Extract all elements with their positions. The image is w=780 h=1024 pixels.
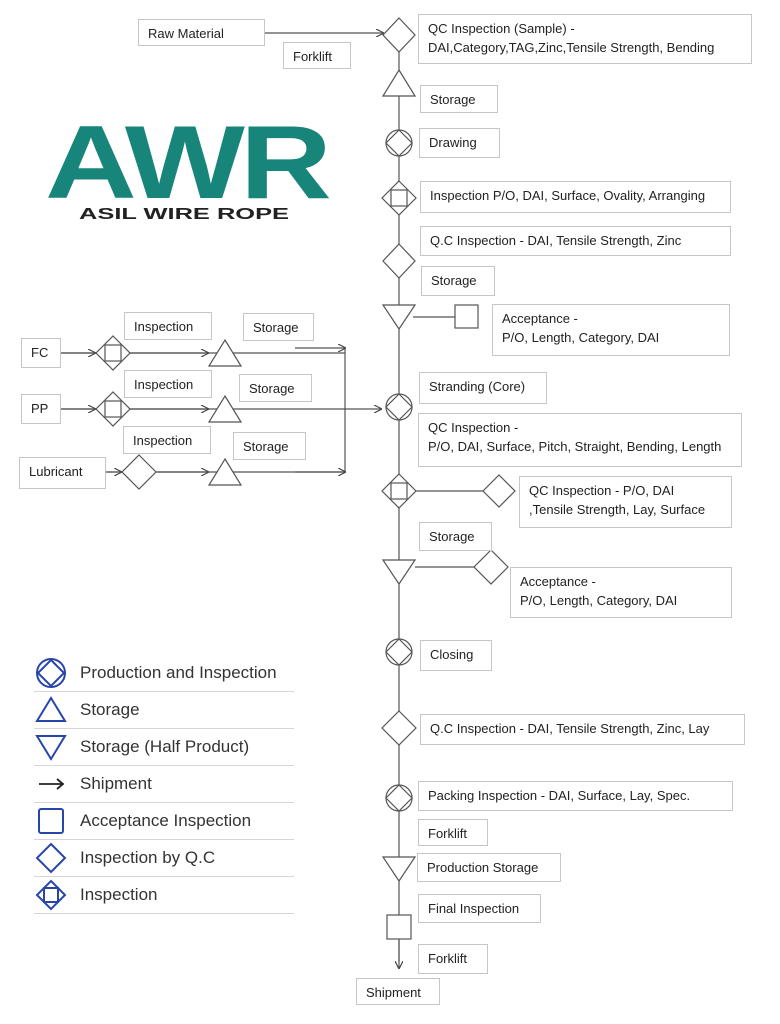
acceptance-2-box: Acceptance - P/O, Length, Category, DAI	[510, 567, 732, 618]
storage-2-box: Storage	[421, 266, 495, 296]
legend-row-storage: Storage	[34, 692, 294, 729]
acceptance-2-line2: P/O, Length, Category, DAI	[520, 593, 678, 608]
qc-inspection-2-box: Q.C Inspection - DAI, Tensile Strength, …	[420, 226, 731, 256]
pp-inspection-box: Inspection	[124, 370, 212, 398]
packing-inspection-box: Packing Inspection - DAI, Surface, Lay, …	[418, 781, 733, 811]
inspection-icon	[35, 879, 67, 911]
fc-storage-box: Storage	[243, 313, 314, 341]
qc-3-symbol	[381, 473, 417, 509]
storage-half-product-2	[381, 559, 417, 586]
qc-2-diamond	[382, 243, 416, 279]
qc-inspection-3-line2: P/O, DAI, Surface, Pitch, Straight, Bend…	[428, 439, 722, 454]
legend-label: Inspection	[80, 885, 158, 904]
packing-symbol	[385, 784, 413, 812]
lubricant-storage-triangle	[207, 457, 243, 486]
acceptance-1-line1: Acceptance -	[502, 311, 578, 326]
fc-storage-triangle	[207, 338, 243, 367]
pp-storage-triangle	[207, 394, 243, 423]
legend-label: Acceptance Inspection	[80, 811, 252, 830]
qc-inspection-3-line1: QC Inspection -	[428, 420, 519, 435]
legend-label: Storage (Half Product)	[80, 737, 250, 756]
lubricant-storage-box: Storage	[233, 432, 306, 460]
logo-tagline: ASIL WIRE ROPE	[79, 206, 290, 223]
drawing-symbol	[385, 129, 413, 157]
legend-row-storage-half-product: Storage (Half Product)	[34, 729, 294, 766]
qc-inspection-4-box: QC Inspection - P/O, DAI ,Tensile Streng…	[519, 476, 732, 528]
awr-logo: AWR ASIL WIRE ROPE	[45, 105, 335, 228]
qc-5-diamond	[381, 710, 417, 746]
pp-storage-box: Storage	[239, 374, 312, 402]
inspection-by-qc-icon	[35, 842, 67, 874]
legend: Production and Inspection Storage Storag…	[34, 655, 294, 914]
forklift-2-box: Forklift	[418, 819, 488, 846]
storage-3-box: Storage	[419, 522, 492, 551]
acceptance-2-line1: Acceptance -	[520, 574, 596, 589]
stranding-symbol	[385, 393, 413, 421]
pp-inspection-symbol	[95, 391, 131, 427]
shipment-box: Shipment	[356, 978, 440, 1005]
pp-box: PP	[21, 394, 61, 424]
qc-inspection-4-line2: ,Tensile Strength, Lay, Surface	[529, 502, 706, 517]
fc-box: FC	[21, 338, 61, 368]
acceptance-2-diamond	[473, 549, 509, 585]
drawing-box: Drawing	[419, 128, 500, 158]
legend-label: Storage	[80, 700, 140, 719]
acceptance-square-1	[454, 304, 479, 329]
legend-label: Production and Inspection	[80, 663, 277, 682]
shipment-arrow-icon	[39, 778, 65, 790]
stranding-box: Stranding (Core)	[419, 372, 547, 404]
inspection-po-symbol	[381, 180, 417, 216]
legend-row-production-inspection: Production and Inspection	[34, 655, 294, 692]
fc-inspection-symbol	[95, 335, 131, 371]
fc-inspection-box: Inspection	[124, 312, 212, 340]
qc-sample-box: QC Inspection (Sample) - DAI,Category,TA…	[418, 14, 752, 64]
qc-sample-diamond	[382, 17, 416, 53]
closing-box: Closing	[420, 640, 492, 671]
acceptance-1-line2: P/O, Length, Category, DAI	[502, 330, 660, 345]
final-inspection-square	[386, 914, 412, 940]
final-inspection-box: Final Inspection	[418, 894, 541, 923]
storage-half-product-icon	[35, 735, 67, 761]
production-storage-box: Production Storage	[417, 853, 561, 882]
legend-row-shipment: Shipment	[34, 766, 294, 803]
production-inspection-icon	[36, 658, 66, 688]
qc-inspection-4-line1: QC Inspection - P/O, DAI	[529, 483, 675, 498]
forklift-top-box: Forklift	[283, 42, 351, 69]
storage-triangle-1	[381, 68, 417, 97]
storage-icon	[35, 696, 67, 722]
lubricant-box: Lubricant	[19, 457, 106, 489]
storage-half-product-3	[381, 856, 417, 883]
qc-inspection-3-box: QC Inspection - P/O, DAI, Surface, Pitch…	[418, 413, 742, 467]
storage-1-box: Storage	[420, 85, 498, 113]
legend-row-acceptance-inspection: Acceptance Inspection	[34, 803, 294, 840]
lubricant-inspection-diamond	[121, 454, 157, 490]
qc-sample-line2: DAI,Category,TAG,Zinc,Tensile Strength, …	[428, 40, 715, 55]
closing-symbol	[385, 638, 413, 666]
forklift-3-box: Forklift	[418, 944, 488, 974]
legend-label: Shipment	[80, 774, 152, 793]
logo-letters: AWR	[45, 118, 329, 221]
raw-material-box: Raw Material	[138, 19, 265, 46]
legend-row-inspection: Inspection	[34, 877, 294, 914]
lubricant-inspection-box: Inspection	[123, 426, 211, 454]
acceptance-1-box: Acceptance - P/O, Length, Category, DAI	[492, 304, 730, 356]
acceptance-inspection-icon	[38, 808, 64, 834]
legend-label: Inspection by Q.C	[80, 848, 216, 867]
storage-half-product-1	[381, 304, 417, 331]
qc-4-diamond	[482, 474, 516, 508]
qc-sample-line1: QC Inspection (Sample) -	[428, 21, 575, 36]
legend-row-inspection-by-qc: Inspection by Q.C	[34, 840, 294, 877]
inspection-po-box: Inspection P/O, DAI, Surface, Ovality, A…	[420, 181, 731, 213]
qc-inspection-5-box: Q.C Inspection - DAI, Tensile Strength, …	[420, 714, 745, 745]
